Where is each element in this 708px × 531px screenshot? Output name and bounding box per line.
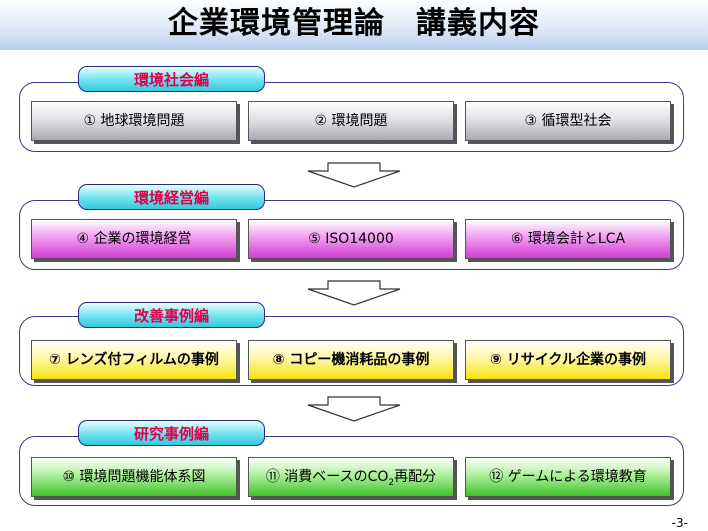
topic-4-corporate-environmental-management: ④ 企業の環境経営: [31, 219, 237, 259]
down-arrow-icon: [307, 162, 401, 188]
subscript-2: 2: [388, 477, 395, 488]
down-arrow-icon: [307, 280, 401, 306]
topic-11-text-end: 再配分: [394, 469, 437, 485]
topic-3-recycling-society: ③ 循環型社会: [465, 101, 671, 141]
topic-5-iso14000: ⑤ ISO14000: [248, 219, 454, 259]
topic-7-single-use-camera: ⑦ レンズ付フィルムの事例: [31, 340, 237, 380]
topic-11-consumption-based-co2: ⑪ 消費ベースのCO2再配分: [248, 457, 454, 497]
topic-9-recycling-company: ⑨ リサイクル企業の事例: [465, 340, 671, 380]
topic-10-environmental-function-system: ⑩ 環境問題機能体系図: [31, 457, 237, 497]
topic-8-copier-consumables: ⑧ コピー機消耗品の事例: [248, 340, 454, 380]
topic-12-game-environmental-education: ⑫ ゲームによる環境教育: [465, 457, 671, 497]
down-arrow-icon: [307, 396, 401, 422]
topic-2-environmental-problems: ② 環境問題: [248, 101, 454, 141]
topic-6-environmental-accounting-lca: ⑥ 環境会計とLCA: [465, 219, 671, 259]
section-label-environmental-management: 環境経営編: [78, 184, 265, 210]
title-band: [0, 0, 708, 50]
topic-1-global-environment: ① 地球環境問題: [31, 101, 237, 141]
topic-11-text: ⑪ 消費ベースのCO: [265, 469, 389, 485]
page-title: 企業環境管理論 講義内容: [168, 6, 540, 41]
page-number: -3-: [671, 516, 688, 530]
section-label-improvement-cases: 改善事例編: [78, 302, 265, 328]
section-label-environment-society: 環境社会編: [78, 66, 265, 92]
section-label-research-cases: 研究事例編: [78, 420, 265, 446]
